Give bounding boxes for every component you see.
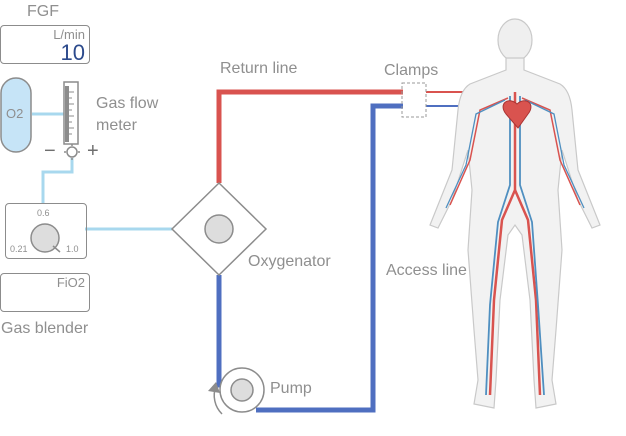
flowmeter-to-blender-line (41, 158, 74, 204)
pump-rotor (230, 378, 254, 402)
flowmeter-ticks (69, 91, 74, 135)
o2-label: O2 (6, 106, 24, 121)
fgf-title: FGF (27, 3, 59, 20)
fgf-value: 10 (60, 40, 85, 65)
fio2-label: FiO2 (56, 275, 85, 290)
return-line (216, 89, 403, 183)
access-line-label: Access line (386, 262, 467, 279)
flow-decrease-button[interactable]: − (44, 140, 56, 162)
pump-label: Pump (270, 380, 312, 397)
human-body-figure (429, 18, 601, 409)
access-line (256, 103, 403, 413)
return-line-label: Return line (220, 60, 298, 77)
flow-increase-button[interactable]: + (87, 140, 99, 162)
blender-scale-top: 0.6 (37, 208, 50, 218)
flowmeter-label: Gas flow meter (96, 95, 159, 134)
pump-arrow-head-icon (208, 382, 220, 393)
blender-dial[interactable] (30, 223, 60, 253)
oxygenator-core (204, 214, 234, 244)
blender-scale-right: 1.0 (66, 244, 79, 254)
blender-scale-left: 0.21 (10, 244, 28, 254)
gas-blender-label: Gas blender (1, 320, 89, 337)
flowmeter-scale (65, 86, 69, 142)
oxygenator-label: Oxygenator (248, 253, 331, 270)
o2-cylinder (0, 77, 32, 153)
blender-dial-panel: 0.6 0.21 1.0 (5, 203, 87, 259)
fgf-display: L/min 10 (0, 25, 90, 65)
clamps-label: Clamps (384, 62, 439, 79)
access-line-lower (216, 275, 228, 388)
fgf-unit: L/min (53, 27, 85, 42)
clamps-box (401, 82, 427, 118)
blender-dial-pointer (52, 245, 61, 253)
fio2-display: FiO2 (0, 273, 90, 312)
flow-knob-icon[interactable] (64, 144, 80, 160)
